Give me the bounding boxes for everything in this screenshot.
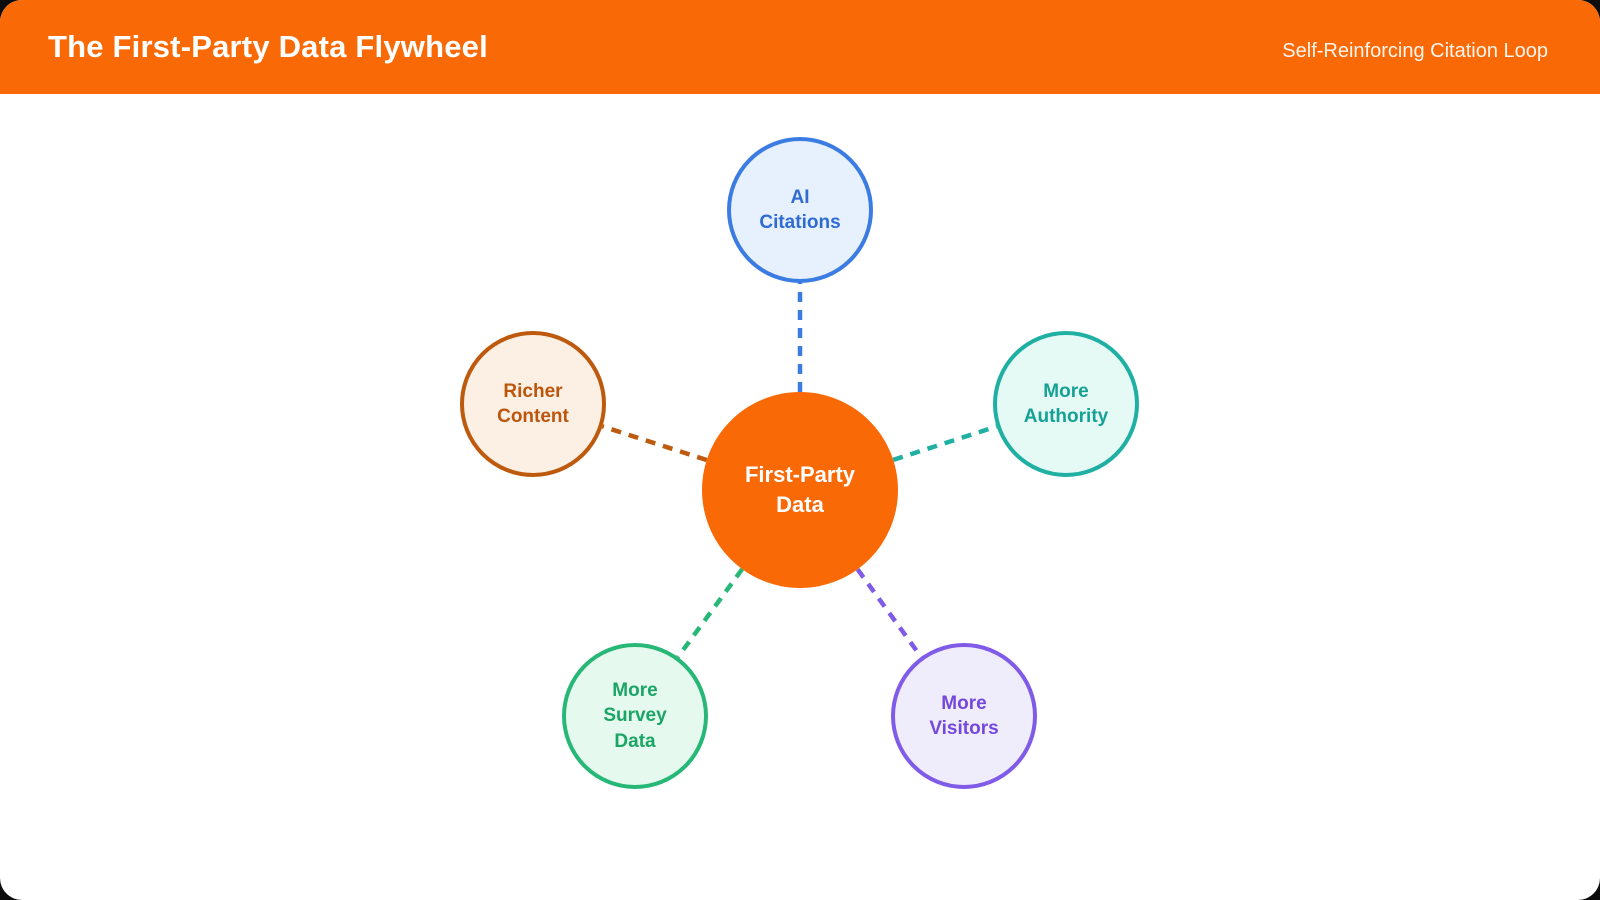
connector-richer-content — [601, 424, 708, 463]
header-subtitle: Self-Reinforcing Citation Loop — [1282, 40, 1548, 62]
connector-more-survey-data — [676, 567, 745, 659]
page-title: The First-Party Data Flywheel — [48, 29, 488, 64]
node-more-visitors: More Visitors — [891, 643, 1037, 789]
node-more-survey-data: More Survey Data — [562, 643, 708, 789]
node-first-party-data: First-Party Data — [702, 392, 898, 588]
node-ai-citations: AI Citations — [727, 137, 873, 283]
node-more-authority: More Authority — [993, 331, 1139, 477]
node-label-first-party-data: First-Party Data — [744, 462, 856, 517]
node-label-more-survey-data: More Survey Data — [603, 680, 667, 752]
node-label-more-authority: More Authority — [1023, 380, 1109, 427]
node-label-richer-content: Richer Content — [497, 380, 569, 427]
connector-more-visitors — [855, 567, 923, 659]
header-bar: The First-Party Data Flywheel Self-Reinf… — [0, 0, 1600, 94]
node-richer-content: Richer Content — [460, 331, 606, 477]
connector-more-authority — [892, 424, 998, 463]
node-label-more-visitors: More Visitors — [929, 692, 999, 739]
node-label-ai-citations: AI Citations — [759, 186, 841, 233]
